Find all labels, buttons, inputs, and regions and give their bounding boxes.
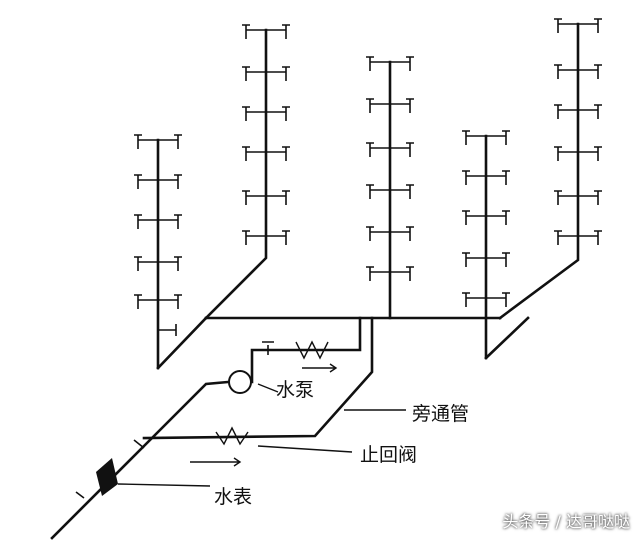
watermark: 头条号 / 达哥哒哒 (502, 512, 630, 531)
faucet-icon (134, 256, 182, 271)
check-valve-icon (295, 340, 329, 360)
faucet-icon (366, 98, 414, 113)
inlet-pipe (50, 380, 230, 540)
faucet-icon (554, 64, 602, 79)
faucet-icon (242, 66, 290, 81)
riser-5 (498, 22, 580, 320)
faucet-icon (462, 130, 510, 145)
faucet-icon (462, 252, 510, 267)
faucet-icon (242, 24, 290, 39)
faucet-icon (366, 266, 414, 281)
label-check-valve: 止回阀 (360, 444, 418, 466)
faucet-icon (134, 174, 182, 189)
faucet-icon (158, 324, 177, 336)
water-meter-icon (96, 458, 118, 496)
faucet-icon (366, 184, 414, 199)
faucet-icon (554, 230, 602, 245)
faucet-icon (554, 146, 602, 161)
flow-arrow-icon (302, 363, 338, 373)
faucet-icon (554, 104, 602, 119)
gate-valve-icon (262, 341, 274, 355)
water-pump-icon (228, 370, 252, 394)
flow-arrow-icon (190, 457, 242, 467)
faucet-icon (242, 190, 290, 205)
faucet-icon (462, 170, 510, 185)
gate-valve-icon (75, 439, 145, 499)
faucet-icon (366, 142, 414, 157)
faucet-icon (242, 146, 290, 161)
pump-leader (257, 383, 279, 393)
faucet-icon (134, 134, 182, 149)
faucet-icon (242, 106, 290, 121)
faucet-icon (462, 292, 510, 307)
check-valve-line (142, 316, 374, 440)
label-pump: 水泵 (276, 379, 315, 401)
label-bypass: 旁通管 (412, 403, 470, 425)
faucet-icon (366, 226, 414, 241)
faucet-icon (554, 18, 602, 33)
label-water-meter: 水表 (214, 486, 253, 508)
check-valve-leader (257, 445, 353, 453)
faucet-icon (366, 56, 414, 71)
faucet-icon (134, 214, 182, 229)
faucet-icon (242, 230, 290, 245)
check-valve-icon (215, 426, 249, 446)
faucet-fixtures (134, 18, 602, 336)
riser-4 (484, 134, 530, 360)
faucet-icon (134, 294, 182, 309)
riser-2 (204, 28, 268, 320)
water-meter-leader (117, 483, 211, 487)
faucet-icon (554, 190, 602, 205)
faucet-icon (462, 210, 510, 225)
